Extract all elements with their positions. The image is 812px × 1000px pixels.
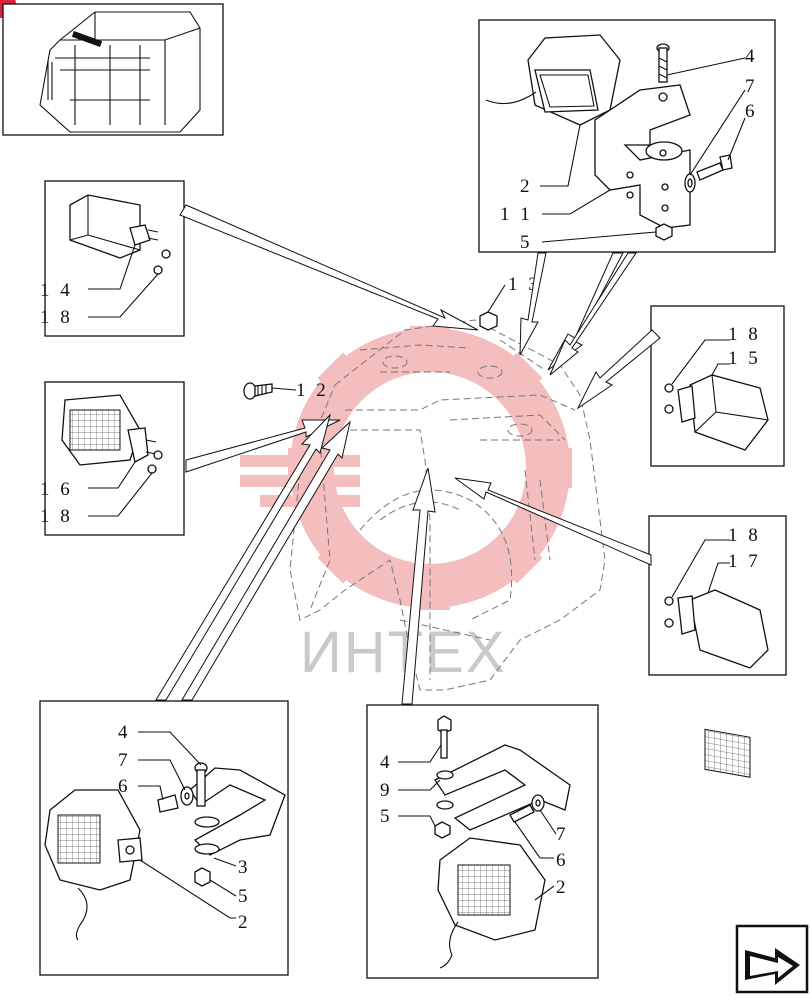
- callout-tr-7: 7: [745, 76, 758, 97]
- nut-5-tr: [655, 223, 673, 241]
- leader-mr-18: [671, 339, 730, 385]
- callout-tr-6: 6: [745, 101, 758, 122]
- nut-18-mr: [664, 383, 674, 414]
- leader-tl-18: [88, 273, 159, 318]
- work-lamp-bc: [437, 837, 546, 969]
- callout-bl-3: 3: [238, 857, 251, 878]
- leader-tl-14: [88, 244, 136, 290]
- callout-lr-18: 1 8: [728, 525, 761, 546]
- callout-bc-5: 5: [380, 806, 393, 827]
- leader-mr-15: [711, 363, 730, 376]
- bolt-6-bc: [509, 804, 535, 823]
- washer-7-tr: [684, 173, 696, 193]
- callout-ml-18: 1 8: [40, 506, 73, 527]
- work-lamp-17: [677, 589, 769, 778]
- bracket-3-bl: [189, 767, 286, 856]
- leader-ml-16: [88, 461, 136, 489]
- leader-bc-2: [534, 885, 555, 901]
- leader-bl-3: [213, 857, 237, 867]
- callout-bl-4: 4: [118, 722, 131, 743]
- callout-bl-6: 6: [118, 776, 131, 797]
- callout-13: 1 3: [508, 274, 541, 295]
- callout-mr-15: 1 5: [728, 348, 761, 369]
- plug-13: [479, 311, 498, 331]
- washer-7-bc: [531, 794, 545, 812]
- pointer-arrows: [155, 204, 661, 705]
- next-page-arrow-icon[interactable]: [735, 924, 809, 994]
- bolt-4-tr: [656, 43, 670, 83]
- callout-tr-11: 1 1: [500, 204, 533, 225]
- marker-lamp-14: [69, 194, 159, 259]
- leader-bc-9: [398, 779, 441, 791]
- callout-tl-14: 1 4: [40, 280, 73, 301]
- bracket-9-bc: [434, 744, 571, 831]
- callout-lr-17: 1 7: [728, 551, 761, 572]
- leader-bc-6: [514, 821, 554, 859]
- callout-tr-2: 2: [520, 176, 533, 197]
- work-lamp-bl: [44, 789, 143, 941]
- watermark-text: ИНТЕХ: [300, 620, 506, 685]
- callout-bc-7: 7: [556, 824, 569, 845]
- work-lamp-rear: [485, 34, 621, 126]
- leader-lr-18: [671, 539, 730, 598]
- callout-12: 1 2: [296, 380, 329, 401]
- cab-locator-drawing: [39, 11, 201, 133]
- leader-ml-18: [88, 472, 153, 517]
- marker-lamp-15: [677, 374, 769, 451]
- nut-5-bc: [434, 821, 451, 839]
- callout-bl-5: 5: [238, 886, 251, 907]
- leader-tr-4: [666, 57, 746, 76]
- screw-12: [243, 382, 273, 400]
- callout-bc-2: 2: [556, 877, 569, 898]
- leader-bl-2: [139, 859, 236, 919]
- leader-bl-4: [138, 731, 202, 766]
- leader-bl-7: [138, 759, 186, 791]
- leader-bc-5: [398, 815, 436, 827]
- callout-mr-18: 1 8: [728, 324, 761, 345]
- nut-18-lr: [664, 596, 674, 628]
- nut-18-ml: [147, 450, 163, 474]
- mounting-bracket-11: [594, 84, 691, 229]
- watermark-gear: [240, 326, 572, 610]
- callout-tr-5: 5: [520, 232, 533, 253]
- nut-5-bl: [194, 867, 211, 887]
- cab-dashed-outline: [289, 319, 606, 691]
- leader-tr-7: [689, 89, 746, 176]
- leader-12: [271, 387, 297, 391]
- nut-18-tl: [153, 249, 171, 275]
- callout-bc-9: 9: [380, 780, 393, 801]
- leader-tr-2: [540, 124, 581, 187]
- leader-tr-5: [541, 231, 657, 243]
- callout-bl-7: 7: [118, 750, 131, 771]
- leader-tr-6: [727, 117, 746, 161]
- callout-ml-16: 1 6: [40, 479, 73, 500]
- leader-13: [487, 284, 506, 313]
- work-lamp-16: [61, 394, 157, 466]
- leader-bc-4: [398, 744, 442, 763]
- callout-tl-18: 1 8: [40, 307, 73, 328]
- leader-bl-6: [138, 785, 164, 801]
- callout-bc-4: 4: [380, 752, 393, 773]
- bolt-4-bc: [437, 715, 452, 759]
- callout-bc-6: 6: [556, 850, 569, 871]
- callout-tr-4: 4: [745, 46, 758, 67]
- leader-tr-11: [542, 189, 611, 215]
- leader-bc-7: [539, 809, 557, 835]
- callout-bl-2: 2: [238, 912, 251, 933]
- leader-lr-17: [707, 562, 730, 594]
- bolt-4-bl: [194, 762, 208, 807]
- leader-bl-5: [209, 879, 237, 897]
- washer-7-bl: [180, 786, 194, 806]
